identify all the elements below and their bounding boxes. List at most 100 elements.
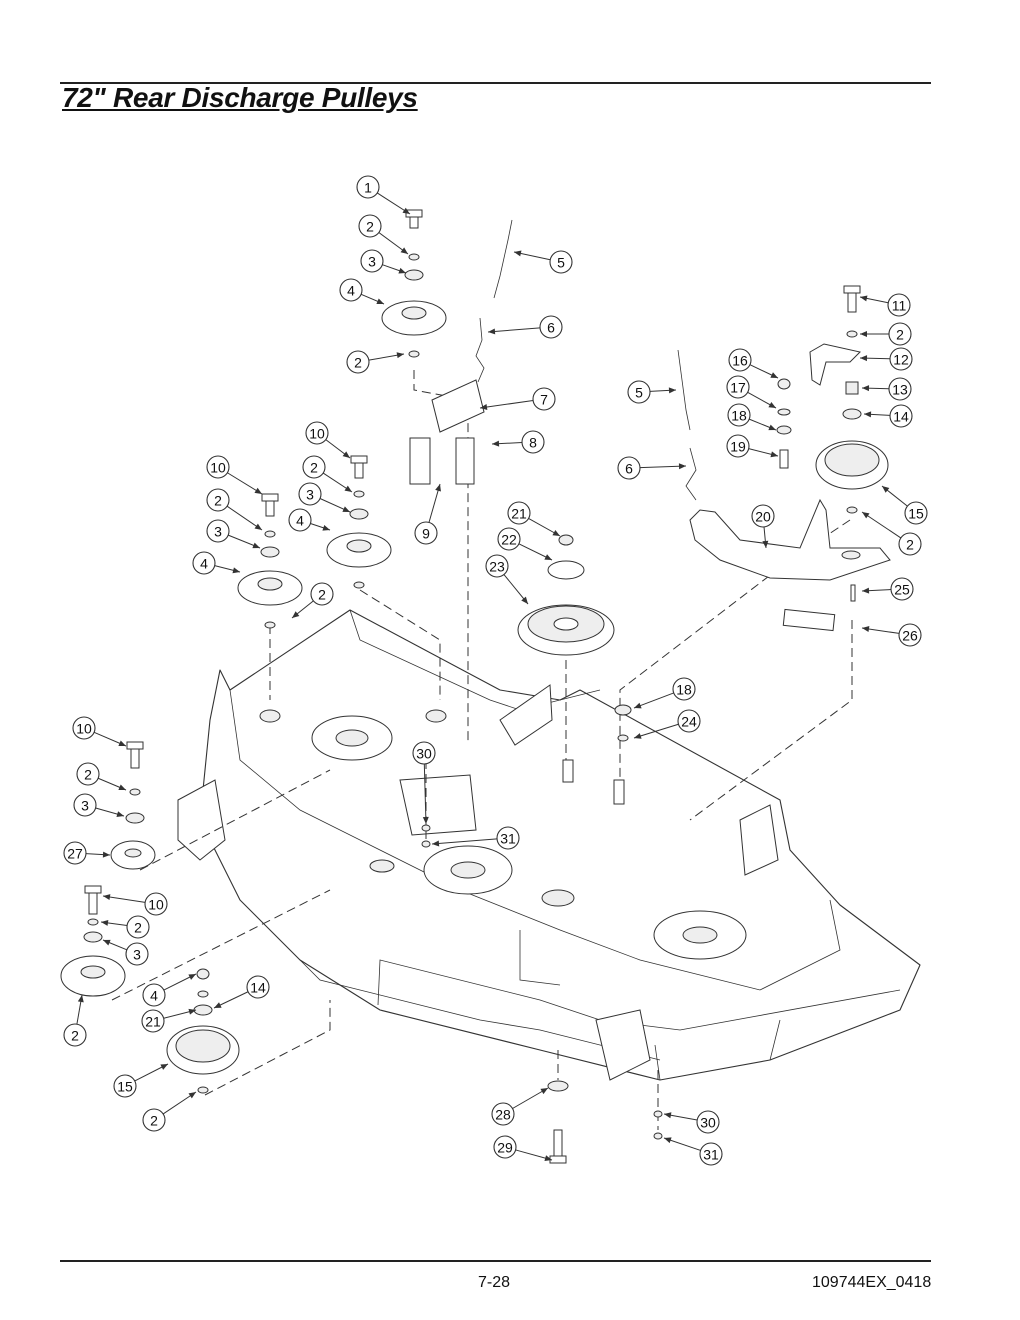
callout-circle (356, 175, 380, 199)
callout-2: 2 (142, 1091, 197, 1132)
callout-number: 24 (681, 714, 697, 730)
callout-27: 27 (63, 841, 111, 865)
callout-arrowhead (103, 939, 111, 946)
callout-circle (726, 375, 750, 399)
callout-arrowhead (101, 919, 109, 926)
callout-arrowhead (118, 784, 126, 791)
callout-circle (888, 322, 912, 346)
callout-circle (889, 347, 913, 371)
callout-circle (206, 455, 230, 479)
callout-number: 10 (309, 426, 325, 442)
callout-19: 19 (726, 434, 779, 458)
callout-3: 3 (206, 519, 261, 549)
callout-1: 1 (356, 175, 411, 215)
callout-arrowhead (116, 811, 124, 817)
callout-arrowhead (544, 1155, 552, 1162)
callout-circle (358, 214, 382, 238)
callout-number: 3 (368, 254, 376, 270)
callout-arrowhead (544, 554, 552, 560)
callout-number: 3 (81, 798, 89, 814)
callout-2: 2 (291, 582, 334, 619)
callout-number: 3 (306, 487, 314, 503)
callout-circle (246, 975, 270, 999)
callout-arrowhead (254, 523, 262, 530)
callout-circle (310, 582, 334, 606)
callout-arrowhead (188, 974, 196, 980)
callout-2: 2 (76, 762, 127, 791)
callout-number: 2 (71, 1028, 79, 1044)
callout-circle (126, 915, 150, 939)
callout-arrowhead (862, 626, 870, 632)
callout-number: 1 (364, 180, 372, 196)
callout-circle (113, 1074, 137, 1098)
callout-number: 18 (676, 682, 692, 698)
callout-arrowhead (540, 1088, 548, 1095)
callout-number: 6 (625, 461, 633, 477)
callout-number: 10 (210, 460, 226, 476)
callout-arrowhead (77, 995, 84, 1003)
callout-26: 26 (861, 623, 922, 647)
page-title: 72" Rear Discharge Pulleys (62, 82, 418, 113)
callout-13: 13 (861, 377, 912, 401)
callout-24: 24 (633, 709, 701, 739)
callout-circle (485, 554, 509, 578)
callout-number: 8 (529, 435, 537, 451)
callout-22: 22 (497, 527, 553, 561)
callout-18: 18 (633, 677, 696, 709)
callout-arrowhead (342, 506, 350, 512)
callout-arrowhead (664, 1112, 672, 1119)
callout-circle (726, 434, 750, 458)
callout-circle (898, 532, 922, 556)
callout-circle (617, 456, 641, 480)
callout-3: 3 (298, 482, 351, 513)
callout-2: 2 (860, 322, 912, 346)
callout-number: 2 (214, 493, 222, 509)
callout-arrowhead (770, 451, 778, 458)
callout-circle (493, 1135, 517, 1159)
callout-number: 17 (730, 380, 746, 396)
callout-number: 6 (547, 320, 555, 336)
callout-23: 23 (485, 554, 529, 605)
callout-circle (890, 577, 914, 601)
callout-number: 16 (732, 353, 748, 369)
callout-30: 30 (412, 741, 436, 825)
callout-arrowhead (860, 355, 868, 362)
callout-circle (72, 716, 96, 740)
callout-circle (142, 1108, 166, 1132)
callout-2: 2 (346, 350, 405, 374)
callout-circle (73, 793, 97, 817)
callout-number: 2 (84, 767, 92, 783)
callout-arrowhead (768, 424, 776, 431)
callout-arrowhead (432, 840, 440, 847)
bottom-rule (60, 1260, 931, 1262)
callout-arrowhead (770, 372, 778, 378)
callout-2: 2 (302, 455, 353, 493)
callout-arrowhead (102, 851, 110, 858)
callout-circle (539, 315, 563, 339)
callout-arrowhead (492, 440, 500, 447)
callout-arrowhead (344, 485, 352, 492)
callout-number: 2 (354, 355, 362, 371)
callout-2: 2 (100, 915, 150, 939)
callout-number: 2 (318, 587, 326, 603)
callout-leader (633, 723, 679, 739)
callout-circle (305, 421, 329, 445)
callout-arrowhead (396, 352, 404, 359)
callout-number: 12 (893, 352, 909, 368)
callout-circle (699, 1142, 723, 1166)
callout-arrowhead (252, 542, 260, 549)
callout-10: 10 (102, 892, 168, 916)
callout-circle (898, 623, 922, 647)
callout-number: 3 (214, 524, 222, 540)
left-pulley-stack-a (326, 455, 392, 589)
callout-arrowhead (768, 401, 776, 408)
callout-17: 17 (726, 375, 777, 409)
callout-leader (861, 511, 902, 539)
callout-arrowhead (480, 404, 488, 410)
callout-6: 6 (487, 315, 563, 339)
callout-circle (532, 387, 556, 411)
callout-number: 20 (755, 509, 771, 525)
callout-circle (888, 377, 912, 401)
callout-circle (63, 841, 87, 865)
callout-circle (904, 501, 928, 525)
